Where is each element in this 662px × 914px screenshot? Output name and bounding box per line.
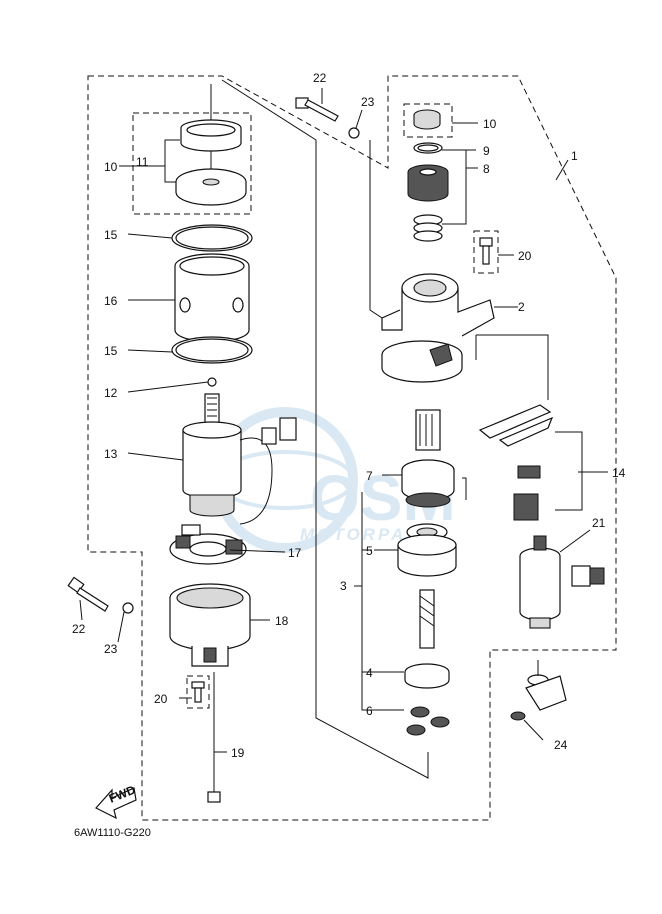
fwd-arrow-icon: FWD [95,782,138,820]
part-12-steel-ball [207,377,217,387]
callout-15-upper: 15 [104,228,118,242]
part-4-planet-shaft [404,589,450,689]
callout-10-right: 10 [483,117,497,131]
group-box-10 [403,103,453,138]
part-18-end-cover [169,583,251,667]
part-7-pinion-shaft [401,409,455,508]
callout-4: 4 [366,666,373,680]
group-box-20-upper [473,230,499,274]
callout-23-top: 23 [361,95,375,109]
part-15-oring-lower [171,336,253,364]
callout-1: 1 [571,149,578,163]
part-8-spring [413,214,443,242]
part-2-front-bracket [381,273,495,383]
callout-17: 17 [288,546,302,560]
part-14-clip [478,404,554,521]
part-23-washer-left [122,602,134,614]
callout-16: 16 [104,294,118,308]
callout-7: 7 [366,469,373,483]
part-20-bolt-upper [479,237,493,265]
part-11-cover-disk [175,168,247,206]
part-15-oring-upper [171,224,253,252]
bracket-14-guide [476,334,549,400]
part-10-cap [413,109,441,130]
part-5-internal-gear [397,523,457,577]
callout-3: 3 [340,579,347,593]
callout-5: 5 [366,544,373,558]
part-22-bolt-left [67,576,109,612]
part-19-through-bolt [207,672,221,803]
diagram-code: 6AW1110-G220 [74,827,151,839]
part-8-pinion-gear [407,164,449,202]
bracket-guide-line [369,140,383,319]
callout-12: 12 [104,386,118,400]
callout-15-lower: 15 [104,344,118,358]
callout-9: 9 [483,144,490,158]
through-bolt-line [221,79,429,779]
callout-11: 11 [136,155,149,169]
bracket-14-bracket [555,431,583,511]
callout-13: 13 [104,447,118,461]
callout-6: 6 [366,704,373,718]
callout-2: 2 [518,300,525,314]
callout-10-left: 10 [104,160,118,174]
callout-18: 18 [275,614,289,628]
callout-20-lower: 20 [154,692,168,706]
callout-8: 8 [483,162,490,176]
part-13-armature [182,393,297,525]
callout-labels: 1 2 3 4 5 6 7 8 9 10 10 11 12 13 14 15 1… [72,71,626,760]
callout-24: 24 [554,738,568,752]
callout-22-top: 22 [313,71,327,85]
callout-20-upper: 20 [518,249,532,263]
callout-21: 21 [592,516,606,530]
shaft-guide [462,477,467,500]
callout-14: 14 [612,466,626,480]
part-21-solenoid [519,535,605,629]
group-box-20-lower [186,675,210,709]
callout-19: 19 [231,746,245,760]
assembly-boundary [87,75,617,821]
part-22-bolt-top [295,97,339,122]
part-24-holder [510,674,567,721]
part-11-bearing-ring [180,119,242,152]
callout-leaders [79,88,608,753]
callout-22-left: 22 [72,622,86,636]
part-9-stopper-ring [413,142,443,154]
part-6-planet-gears [406,706,450,736]
part-16-yoke-housing [174,253,250,343]
callout-23-left: 23 [104,642,118,656]
part-20-bolt-lower [191,681,205,703]
part-23-washer-top [348,127,360,139]
